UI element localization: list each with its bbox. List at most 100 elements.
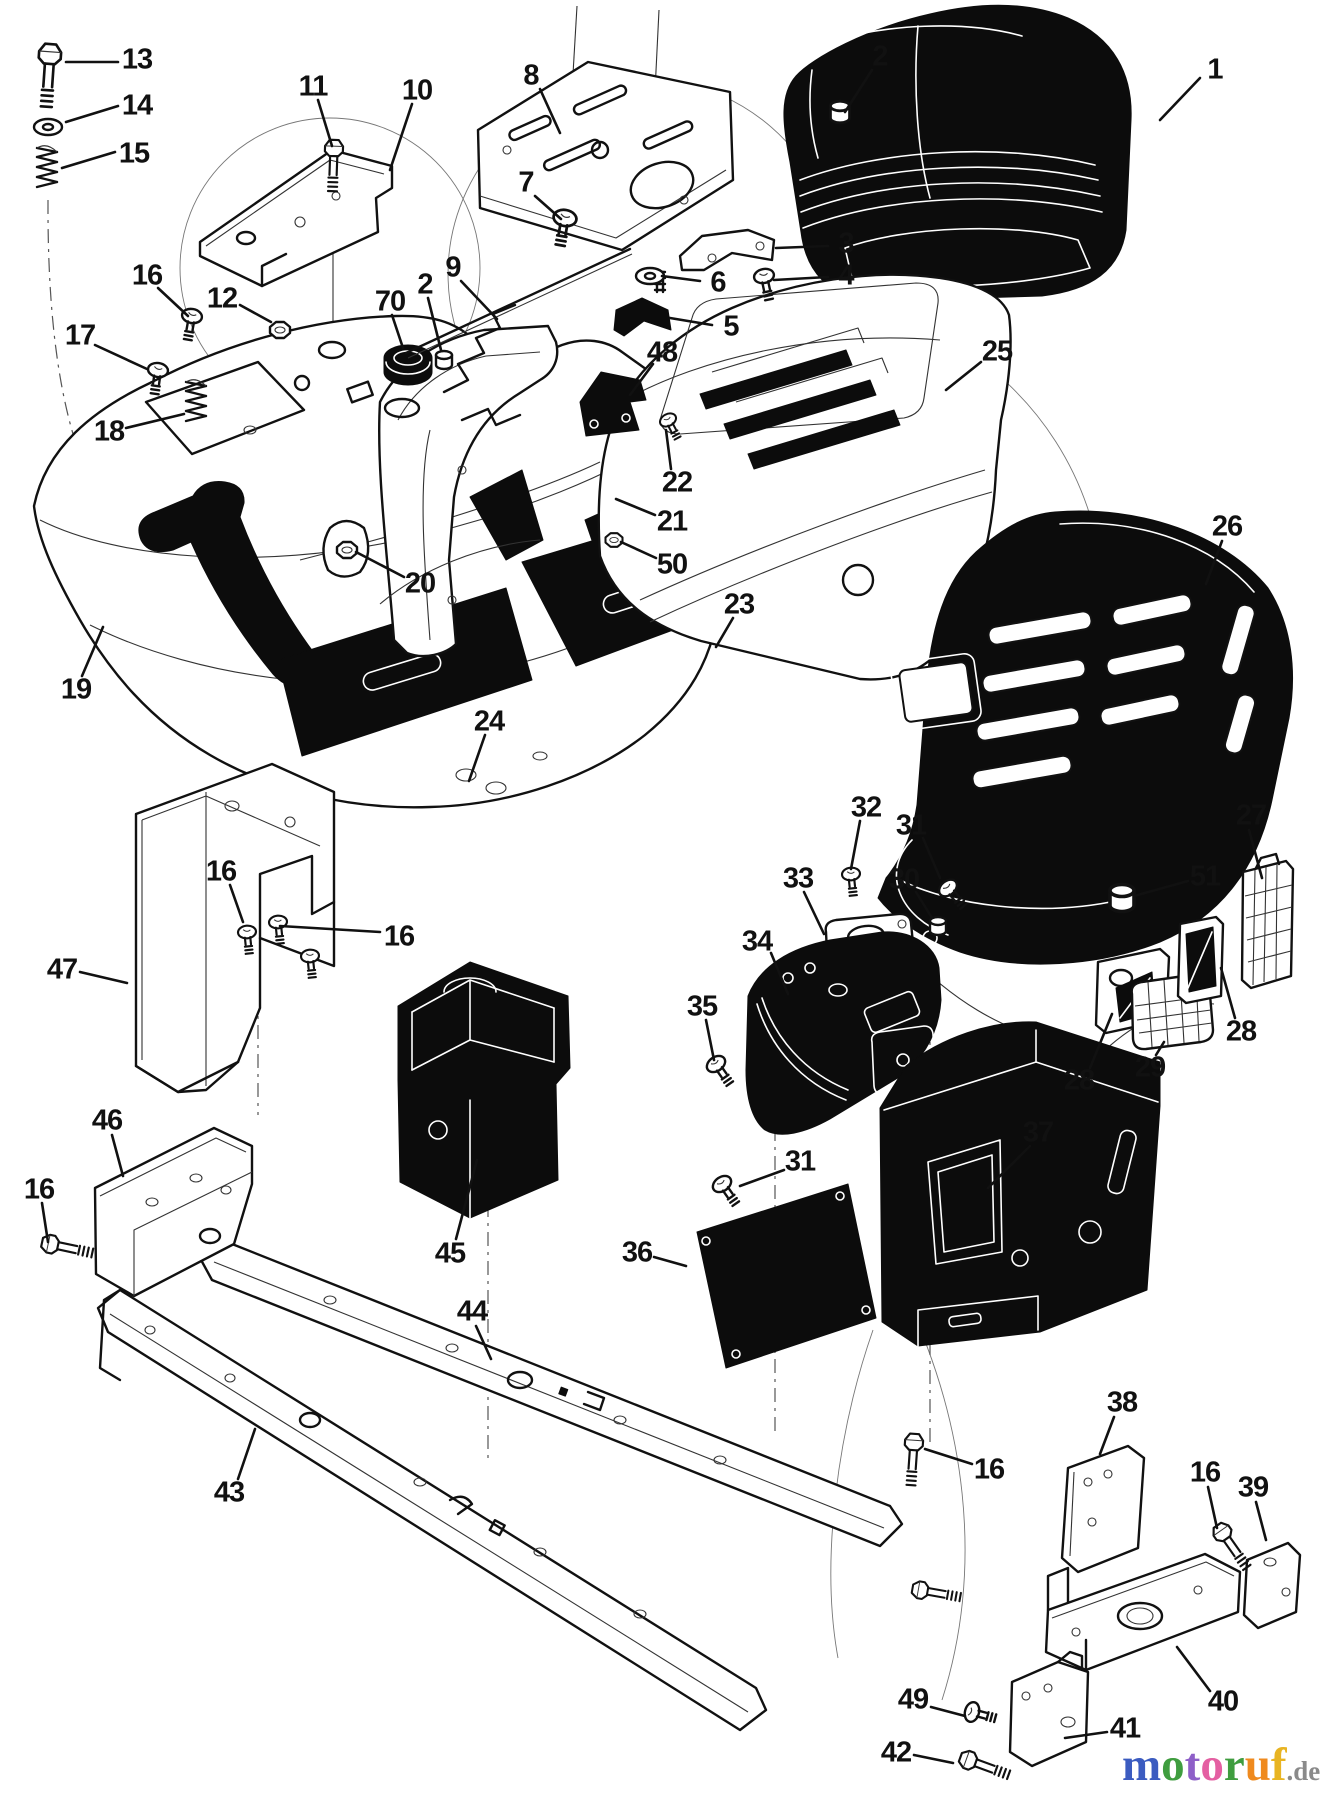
nut-20 [322, 519, 370, 578]
motoruf-wordmark: motoruf [1122, 1739, 1286, 1791]
leader-line-43 [236, 1427, 257, 1481]
leader-line-39 [1254, 1500, 1268, 1542]
leader-line-30 [914, 890, 934, 920]
leader-line-1 [1158, 76, 1202, 122]
leader-line-5 [668, 316, 714, 327]
leader-line-37 [986, 1144, 1032, 1190]
bushing-2b [434, 349, 454, 371]
grille-part [877, 510, 1293, 965]
leader-line-12 [238, 303, 273, 324]
bolt-42 [956, 1747, 1013, 1785]
screw-32 [840, 865, 864, 898]
leader-line-16 [923, 1447, 974, 1466]
leader-line-27 [1247, 828, 1264, 880]
leader-line-7 [533, 194, 563, 221]
console-housing-part [879, 1021, 1161, 1347]
leader-line-70 [390, 313, 405, 350]
headlight-housing-right-28 [1176, 915, 1225, 1005]
logo-letter: o [1161, 1739, 1185, 1791]
bolt-13 [34, 42, 63, 109]
leader-line-16 [228, 883, 245, 924]
nut-51 [1108, 882, 1136, 914]
bolt-16f [909, 1579, 963, 1607]
bracket-3 [678, 228, 776, 272]
leader-line-35 [704, 1018, 716, 1062]
leader-line-16 [40, 1201, 50, 1244]
frame-rail-44 [198, 1238, 904, 1548]
logo-letter: f [1270, 1739, 1287, 1791]
dash-part [745, 931, 942, 1135]
leader-line-8 [538, 87, 562, 135]
leader-line-29 [1154, 1040, 1166, 1057]
washer-14 [32, 117, 64, 137]
frame-rail-43 [96, 1288, 768, 1732]
screw-16b2 [267, 913, 291, 946]
spring-15 [35, 144, 59, 189]
leader-line-38 [1098, 1415, 1116, 1456]
leader-line-50 [619, 540, 658, 560]
leader-line-48 [628, 362, 655, 397]
bushing-2a [828, 99, 852, 125]
leader-line-17 [93, 343, 149, 371]
leader-line-47 [78, 970, 129, 985]
leader-line-28 [1088, 1012, 1114, 1070]
leader-line-16 [156, 286, 190, 318]
leader-line-49 [929, 1705, 967, 1718]
bracket-39 [1242, 1541, 1302, 1630]
leader-line-4 [772, 275, 830, 282]
leader-line-23 [714, 616, 735, 649]
logo-letter: o [1200, 1739, 1224, 1791]
logo-letter: m [1122, 1739, 1162, 1791]
seat-plate-part [476, 60, 735, 252]
leader-line-24 [467, 733, 487, 783]
leader-line-46 [110, 1133, 125, 1178]
leader-line-16 [1206, 1485, 1219, 1530]
lift-rod-part [404, 247, 633, 359]
motoruf-logo[interactable]: motoruf.de [1122, 1738, 1320, 1792]
screw-35 [702, 1051, 740, 1091]
bushing-30 [928, 915, 948, 937]
battery-box-part [397, 961, 571, 1219]
leader-line-45 [454, 1158, 479, 1241]
leader-lines [40, 60, 1268, 1765]
leader-line-41 [1063, 1730, 1109, 1740]
hood-part [379, 273, 1012, 681]
leader-line-15 [60, 150, 117, 170]
leader-line-36 [652, 1255, 688, 1268]
leader-line-6 [660, 274, 702, 283]
washer-6 [634, 266, 666, 286]
leader-line-44 [474, 1324, 493, 1361]
bracket-48 [579, 371, 647, 437]
leader-line-14 [64, 104, 120, 124]
leader-line-9 [459, 279, 499, 321]
heat-shield-part [696, 1183, 877, 1369]
logo-letter: r [1223, 1739, 1245, 1791]
leader-line-2 [843, 68, 874, 114]
screw-31b [708, 1171, 746, 1211]
leader-line-25 [944, 360, 983, 392]
leader-line-22 [664, 428, 673, 471]
leader-line-20 [354, 550, 406, 579]
bracket-47 [134, 762, 336, 1094]
leader-line-40 [1175, 1645, 1212, 1693]
nut-12 [268, 320, 292, 340]
bracket-41 [1008, 1650, 1090, 1768]
leader-line-42 [912, 1753, 955, 1765]
screw-49 [961, 1699, 999, 1730]
leader-line-26 [1204, 539, 1224, 586]
motoruf-domain-suffix: .de [1286, 1756, 1321, 1786]
nut-50 [604, 532, 624, 548]
leader-line-11 [316, 98, 334, 148]
leader-line-21 [614, 497, 657, 517]
bracket-40 [1044, 1552, 1242, 1672]
leader-line-34 [769, 951, 790, 996]
leader-line-18 [124, 412, 186, 430]
leader-line-16 [278, 924, 382, 934]
leader-line-33 [802, 890, 826, 936]
headlight-lens-27 [1240, 852, 1295, 990]
bolt-16d [900, 1432, 925, 1487]
seat-bracket-part [198, 148, 394, 288]
bracket-46 [93, 1126, 254, 1298]
